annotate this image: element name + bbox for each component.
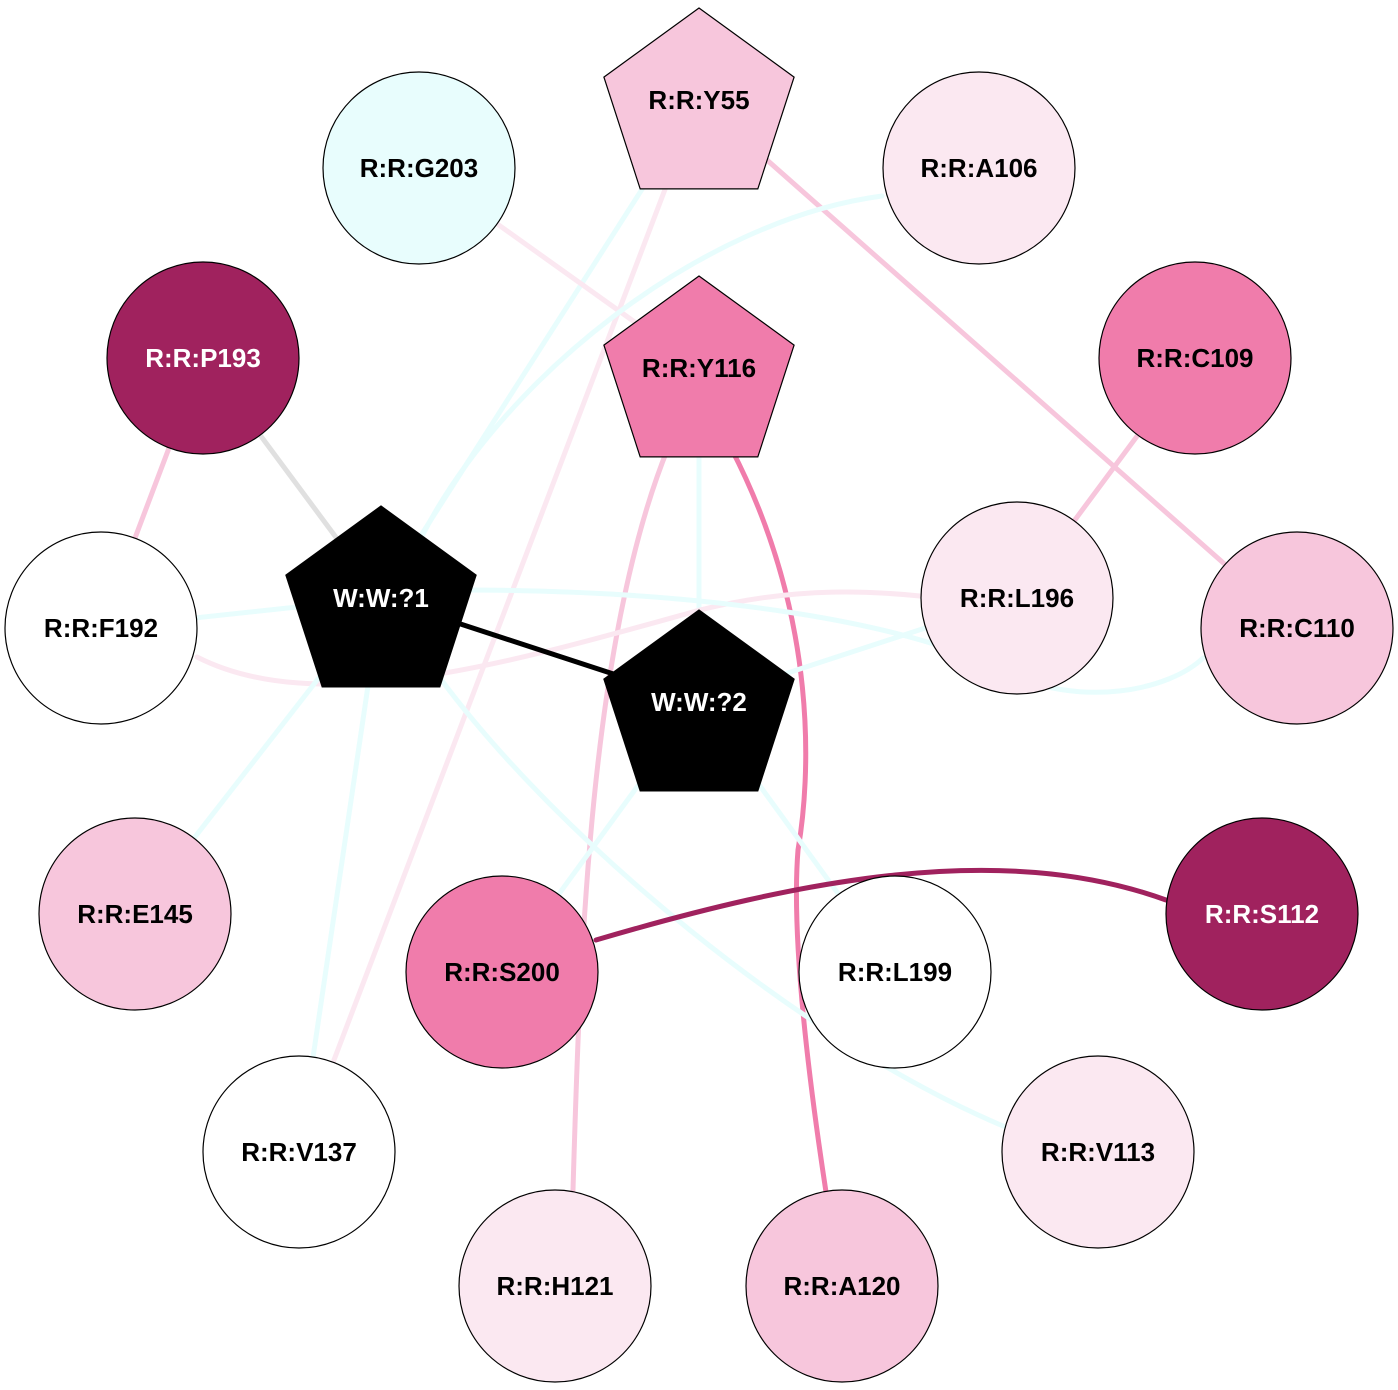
node-label-v137: R:R:V137 bbox=[241, 1137, 357, 1167]
node-f192: R:R:F192 bbox=[4, 531, 198, 725]
node-shape-e145 bbox=[38, 817, 232, 1011]
node-label-w2: W:W:?2 bbox=[651, 687, 747, 717]
node-y116: R:R:Y116 bbox=[603, 275, 795, 458]
edge-y116-a120 bbox=[728, 445, 829, 1195]
node-a106: R:R:A106 bbox=[882, 71, 1076, 265]
edge-f192-l196 bbox=[194, 589, 923, 687]
node-label-y55: R:R:Y55 bbox=[648, 85, 749, 115]
node-e145: R:R:E145 bbox=[38, 817, 232, 1011]
node-c109: R:R:C109 bbox=[1098, 261, 1292, 455]
node-l199: R:R:L199 bbox=[798, 875, 992, 1069]
node-label-c110: R:R:C110 bbox=[1239, 613, 1355, 643]
edge-a106-w1 bbox=[417, 193, 885, 543]
node-shape-w2 bbox=[603, 609, 795, 792]
node-shape-c109 bbox=[1098, 261, 1292, 455]
node-shape-c110 bbox=[1200, 531, 1394, 725]
node-shape-a106 bbox=[882, 71, 1076, 265]
node-label-e145: R:R:E145 bbox=[77, 899, 193, 929]
node-shape-l196 bbox=[920, 501, 1114, 695]
node-shape-y55 bbox=[603, 7, 795, 190]
node-s200: R:R:S200 bbox=[405, 875, 599, 1069]
node-shape-a120 bbox=[745, 1189, 939, 1383]
node-shape-w1 bbox=[285, 505, 477, 688]
node-y55: R:R:Y55 bbox=[603, 7, 795, 190]
node-h121: R:R:H121 bbox=[458, 1189, 652, 1383]
edge-w1-v113 bbox=[437, 675, 1006, 1129]
node-v137: R:R:V137 bbox=[202, 1055, 396, 1249]
node-label-s112: R:R:S112 bbox=[1205, 899, 1319, 929]
edge-s200-s112 bbox=[593, 867, 1169, 943]
node-shape-v113 bbox=[1001, 1055, 1195, 1249]
edge-y55-v137 bbox=[296, 97, 702, 1155]
node-label-p193: R:R:P193 bbox=[145, 343, 261, 373]
node-l196: R:R:L196 bbox=[920, 501, 1114, 695]
node-label-s200: R:R:S200 bbox=[444, 957, 560, 987]
node-label-l196: R:R:L196 bbox=[960, 583, 1074, 613]
node-shape-l199 bbox=[798, 875, 992, 1069]
edge-y55-c110 bbox=[696, 97, 1300, 631]
node-c110: R:R:C110 bbox=[1200, 531, 1394, 725]
node-shape-y116 bbox=[603, 275, 795, 458]
node-label-g203: R:R:G203 bbox=[360, 153, 478, 183]
node-label-c109: R:R:C109 bbox=[1136, 343, 1253, 373]
node-label-a120: R:R:A120 bbox=[783, 1271, 900, 1301]
node-label-y116: R:R:Y116 bbox=[642, 353, 756, 383]
node-a120: R:R:A120 bbox=[745, 1189, 939, 1383]
node-shape-s112 bbox=[1165, 817, 1359, 1011]
node-g203: R:R:G203 bbox=[322, 71, 516, 265]
node-label-l199: R:R:L199 bbox=[838, 957, 952, 987]
node-label-h121: R:R:H121 bbox=[496, 1271, 613, 1301]
node-w1: W:W:?1 bbox=[285, 505, 477, 688]
node-v113: R:R:V113 bbox=[1001, 1055, 1195, 1249]
node-label-v113: R:R:V113 bbox=[1041, 1137, 1155, 1167]
edge-y116-h121 bbox=[570, 445, 671, 1193]
node-shape-h121 bbox=[458, 1189, 652, 1383]
node-label-a106: R:R:A106 bbox=[920, 153, 1037, 183]
node-s112: R:R:S112 bbox=[1165, 817, 1359, 1011]
node-p193: R:R:P193 bbox=[106, 261, 300, 455]
node-label-w1: W:W:?1 bbox=[333, 583, 429, 613]
node-shape-s200 bbox=[405, 875, 599, 1069]
node-w2: W:W:?2 bbox=[603, 609, 795, 792]
node-shape-p193 bbox=[106, 261, 300, 455]
node-shape-v137 bbox=[202, 1055, 396, 1249]
node-label-f192: R:R:F192 bbox=[44, 613, 158, 643]
node-shape-f192 bbox=[4, 531, 198, 725]
node-shape-g203 bbox=[322, 71, 516, 265]
